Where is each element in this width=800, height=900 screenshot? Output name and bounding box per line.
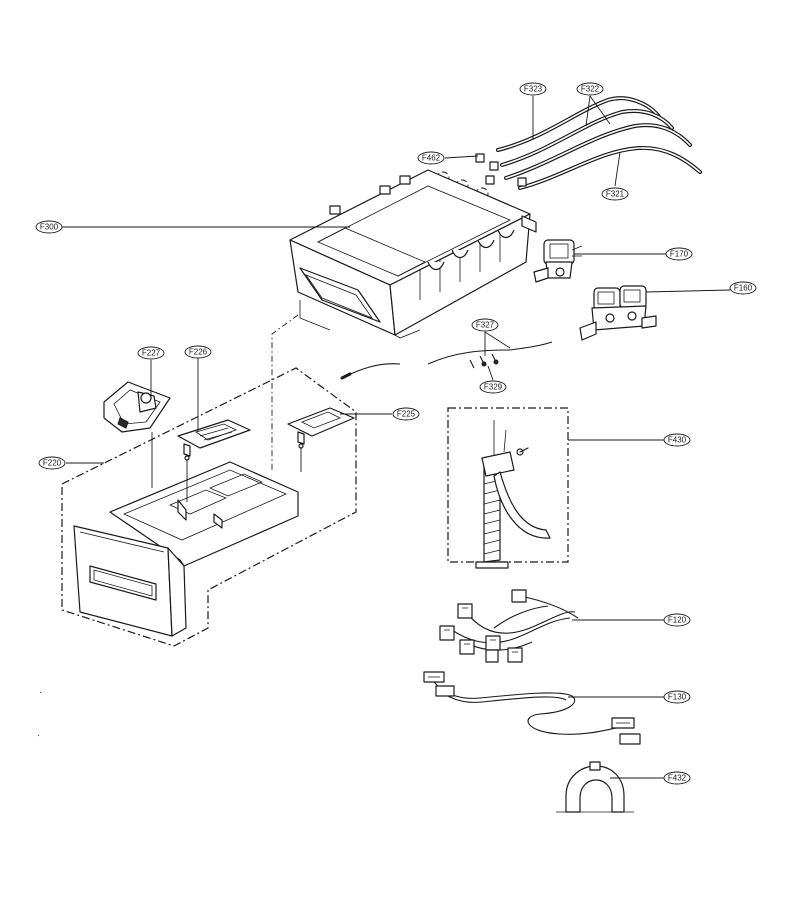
callout-F323: F323 <box>519 82 547 96</box>
softener-cap <box>103 381 171 433</box>
callout-F321: F321 <box>601 187 629 201</box>
svg-text:F120: F120 <box>668 616 687 625</box>
svg-text:F160: F160 <box>734 284 753 293</box>
callout-F225: F225 <box>392 407 420 421</box>
svg-text:F462: F462 <box>422 154 441 163</box>
svg-text:F327: F327 <box>476 321 495 330</box>
svg-text:F220: F220 <box>43 459 62 468</box>
callout-F432: F432 <box>663 771 691 785</box>
svg-text:F226: F226 <box>189 348 208 357</box>
water-valve-single <box>533 239 583 283</box>
callout-F160: F160 <box>729 281 757 295</box>
callout-F170: F170 <box>665 247 693 261</box>
callout-F300: F300 <box>35 220 63 234</box>
svg-text:F322: F322 <box>581 85 600 94</box>
svg-text:F323: F323 <box>524 85 543 94</box>
inlet-hoses <box>436 96 702 201</box>
callout-F322: F322 <box>576 82 604 96</box>
callout-F327: F327 <box>471 318 499 332</box>
svg-text:F432: F432 <box>668 774 687 783</box>
assembly-line-housing <box>271 314 299 470</box>
svg-text:F227: F227 <box>142 349 161 358</box>
callout-F227: F227 <box>137 346 165 360</box>
callout-F130: F130 <box>663 690 691 704</box>
callout-F462: F462 <box>417 151 445 165</box>
svg-text:F430: F430 <box>668 436 687 445</box>
hose-clamp <box>556 761 634 813</box>
svg-text:F300: F300 <box>40 223 59 232</box>
siphon-cover <box>177 419 251 461</box>
drain-hose-assembly <box>447 407 569 569</box>
svg-text:F321: F321 <box>606 190 625 199</box>
leader-lines <box>62 95 731 779</box>
dispenser-housing <box>289 169 537 339</box>
svg-text:F130: F130 <box>668 693 687 702</box>
water-valve-double <box>579 285 657 341</box>
harness-wires <box>340 341 553 380</box>
svg-text:F225: F225 <box>397 410 416 419</box>
detergent-drawer <box>61 367 357 647</box>
callout-F226: F226 <box>184 345 212 359</box>
wire-harness-main <box>439 589 579 663</box>
callout-F220: F220 <box>38 456 66 470</box>
wire-harness-sub <box>423 671 641 745</box>
svg-text:F329: F329 <box>484 383 503 392</box>
callout-F430: F430 <box>663 433 691 447</box>
siphon-cover-2 <box>287 407 355 449</box>
svg-text:F170: F170 <box>670 250 689 259</box>
callout-F120: F120 <box>663 613 691 627</box>
callout-F329: F329 <box>479 380 507 394</box>
